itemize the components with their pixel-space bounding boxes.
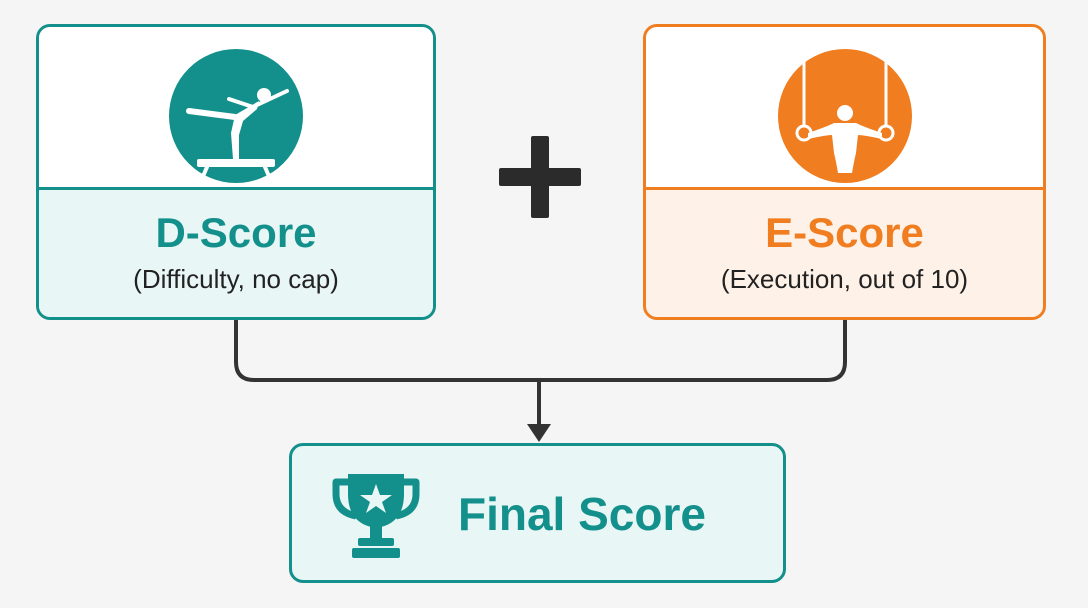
plus-icon: [499, 136, 581, 218]
d-score-card: D-Score (Difficulty, no cap): [36, 24, 436, 320]
final-score-card: Final Score: [289, 443, 786, 583]
balance-beam-gymnast-icon: [169, 49, 303, 183]
d-score-subtitle: (Difficulty, no cap): [133, 264, 339, 294]
final-score-label: Final Score: [458, 488, 706, 540]
e-score-card: E-Score (Execution, out of 10): [643, 24, 1046, 320]
d-score-text-panel: D-Score (Difficulty, no cap): [39, 190, 433, 317]
e-score-subtitle: (Execution, out of 10): [720, 264, 969, 294]
e-score-title: E-Score: [765, 209, 924, 256]
d-score-icon-panel: [39, 27, 433, 190]
rings-gymnast-icon: [777, 49, 912, 183]
trophy-icon: [330, 468, 422, 560]
d-score-title: D-Score: [155, 209, 317, 256]
e-score-text-panel: E-Score (Execution, out of 10): [646, 190, 1043, 317]
arrow-down-icon: [527, 424, 551, 442]
e-score-icon-panel: [646, 27, 1043, 190]
